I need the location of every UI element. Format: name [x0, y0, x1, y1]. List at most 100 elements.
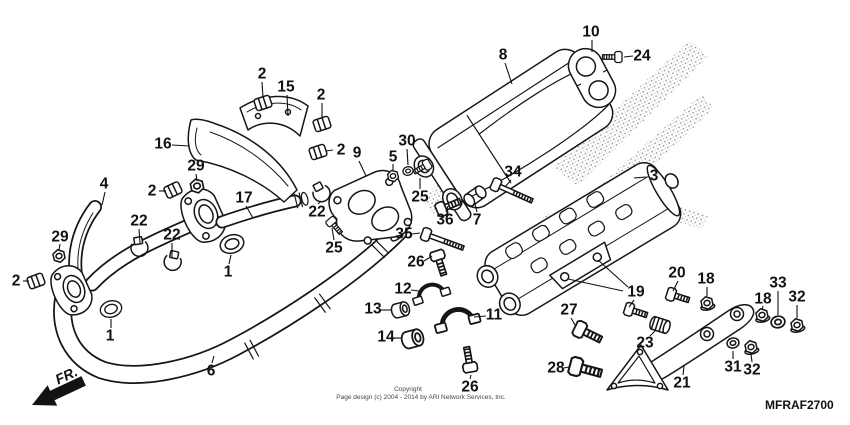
svg-text:27: 27	[560, 302, 577, 319]
part-callout-2[interactable]: 2	[258, 66, 267, 99]
svg-text:17: 17	[235, 190, 252, 207]
part-callout-28[interactable]: 28	[547, 360, 570, 377]
part-callout-4[interactable]: 4	[100, 176, 109, 206]
rubber-mount-2c	[307, 143, 329, 161]
svg-text:22: 22	[130, 213, 147, 230]
clamp-nut-29b	[51, 247, 67, 265]
svg-text:2: 2	[148, 183, 157, 200]
bolt-26b	[458, 345, 479, 375]
pipe-clamp-11	[433, 307, 482, 334]
part-callout-18[interactable]: 18	[697, 271, 715, 297]
part-callout-2[interactable]: 2	[12, 273, 29, 290]
bolt-27	[570, 318, 606, 348]
bolt-20	[664, 286, 692, 308]
gasket-ring-1a	[97, 297, 125, 321]
svg-text:2: 2	[317, 87, 326, 104]
svg-text:28: 28	[547, 360, 565, 377]
part-callout-19[interactable]: 19	[567, 259, 645, 308]
rubber-mount-2d	[162, 180, 184, 200]
part-callout-17[interactable]: 17	[235, 190, 254, 219]
exhaust-port-flange-17	[180, 188, 226, 243]
svg-text:24: 24	[633, 48, 651, 65]
rubber-spacer-23	[649, 315, 671, 335]
svg-text:26: 26	[461, 379, 479, 396]
svg-text:25: 25	[411, 189, 429, 206]
svg-text:7: 7	[473, 212, 482, 229]
part-callout-9[interactable]: 9	[353, 145, 367, 177]
part-callout-2[interactable]: 2	[148, 183, 166, 200]
part-callout-14[interactable]: 14	[377, 329, 402, 346]
part-callout-31[interactable]: 31	[724, 351, 742, 376]
part-callout-25[interactable]: 25	[411, 178, 429, 206]
copyright-line1: Copyright	[394, 386, 422, 393]
part-callout-6[interactable]: 6	[207, 355, 216, 380]
rubber-mount-2e	[25, 271, 47, 291]
svg-text:21: 21	[673, 375, 691, 392]
part-callout-23[interactable]: 23	[636, 329, 657, 352]
part-callout-10[interactable]: 10	[582, 24, 600, 53]
nut-18a	[698, 294, 717, 313]
bolt-24	[601, 50, 623, 64]
part-callout-25[interactable]: 25	[325, 227, 343, 257]
part-callout-24[interactable]: 24	[623, 48, 651, 65]
mount-bracket-21	[606, 304, 755, 391]
part-callout-22[interactable]: 22	[308, 200, 326, 221]
washer-30	[401, 164, 415, 178]
part-callout-16[interactable]: 16	[154, 136, 190, 153]
svg-text:14: 14	[377, 329, 395, 346]
part-callout-12[interactable]: 12	[394, 281, 420, 298]
part-callout-2[interactable]: 2	[317, 87, 326, 120]
part-callout-2[interactable]: 2	[325, 142, 346, 159]
exhaust-pipe-17	[215, 191, 309, 229]
part-callout-20[interactable]: 20	[668, 265, 686, 292]
rubber-bushing-14	[399, 327, 427, 351]
part-callout-15[interactable]: 15	[277, 79, 295, 117]
svg-text:33: 33	[769, 275, 787, 292]
part-callout-32[interactable]: 32	[743, 353, 761, 379]
part-callout-8[interactable]: 8	[499, 47, 513, 85]
part-callout-36[interactable]: 36	[436, 205, 454, 229]
washer-33	[769, 314, 787, 330]
part-callout-22[interactable]: 22	[130, 213, 148, 244]
exhaust-flange-9	[328, 169, 413, 245]
locknut-32a	[788, 316, 807, 335]
svg-text:1: 1	[106, 328, 115, 345]
part-callout-27[interactable]: 27	[560, 302, 578, 326]
svg-text:1: 1	[224, 264, 233, 281]
part-callout-22[interactable]: 22	[163, 227, 181, 258]
part-callout-7[interactable]: 7	[473, 203, 482, 229]
front-pipe-section	[84, 214, 206, 292]
exhaust-pipe-6	[53, 222, 408, 384]
svg-text:11: 11	[486, 307, 503, 324]
part-callout-21[interactable]: 21	[673, 365, 691, 392]
part-callout-11[interactable]: 11	[473, 307, 503, 324]
part-callout-1[interactable]: 1	[224, 254, 233, 281]
part-callout-18[interactable]: 18	[754, 291, 772, 311]
pipe-collar-7	[463, 185, 487, 207]
part-callout-29[interactable]: 29	[51, 229, 69, 251]
part-callout-30[interactable]: 30	[398, 133, 416, 166]
front-flange-lower	[50, 265, 93, 316]
part-callout-5[interactable]: 5	[389, 149, 398, 171]
part-callout-1[interactable]: 1	[106, 319, 115, 345]
part-callout-13[interactable]: 13	[364, 301, 392, 318]
part-callout-29[interactable]: 29	[187, 158, 205, 182]
svg-text:13: 13	[364, 301, 382, 318]
svg-text:23: 23	[636, 335, 654, 352]
part-callout-3[interactable]: 3	[633, 168, 659, 185]
part-callout-32[interactable]: 32	[788, 289, 806, 319]
part-callout-26[interactable]: 26	[461, 374, 479, 396]
svg-text:19: 19	[627, 284, 645, 301]
svg-text:30: 30	[398, 133, 415, 150]
part-callout-26[interactable]: 26	[407, 254, 433, 271]
part-callout-35[interactable]: 35	[395, 226, 421, 243]
svg-text:5: 5	[389, 149, 398, 166]
part-callout-34[interactable]: 34	[504, 164, 522, 188]
svg-text:4: 4	[100, 176, 109, 193]
svg-text:2: 2	[337, 142, 346, 159]
gasket-ring-1b	[217, 230, 247, 258]
part-callout-33[interactable]: 33	[769, 275, 787, 316]
heat-shield-15	[239, 95, 309, 137]
svg-text:8: 8	[499, 47, 508, 64]
